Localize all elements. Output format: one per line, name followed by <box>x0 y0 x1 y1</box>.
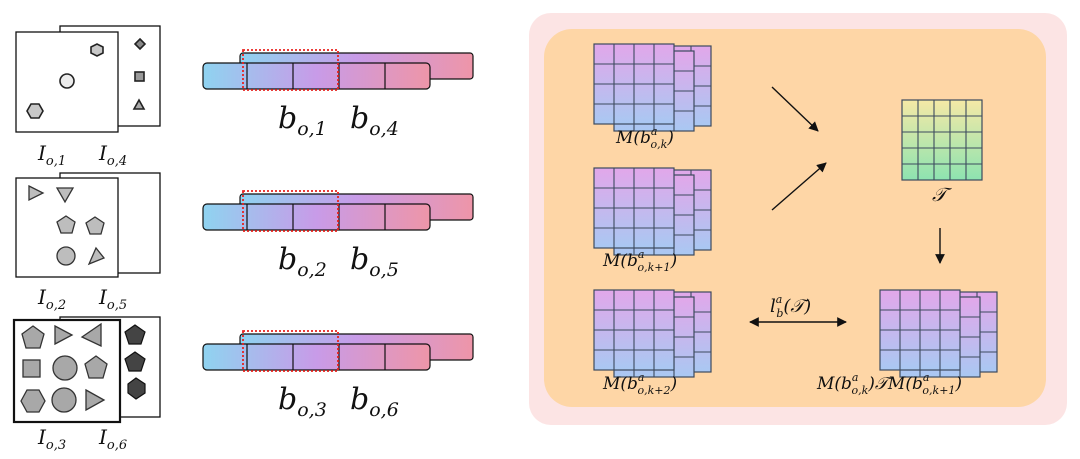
pentagon-icon <box>85 216 105 235</box>
hexagon-icon <box>20 389 46 413</box>
circle-icon <box>59 73 75 89</box>
token-bar <box>202 330 474 372</box>
image-label-front-3: Io,3 <box>37 425 66 453</box>
token-bars <box>202 49 474 372</box>
triangle-right-icon <box>28 184 45 202</box>
pentagon-icon <box>21 325 45 349</box>
flow-arrows <box>749 86 945 327</box>
square-icon <box>22 359 41 378</box>
selection-box <box>242 49 339 91</box>
shape-icons <box>26 37 147 119</box>
bar-label-back-2: bo,5 <box>350 242 399 281</box>
selection-box <box>242 190 339 232</box>
arrow-icon <box>771 86 819 132</box>
pentagon-icon <box>84 355 108 379</box>
triangle-icon <box>132 98 146 110</box>
matrix-k1-front <box>593 167 675 249</box>
image-label-back-2: Io,5 <box>98 285 127 313</box>
triangle-right-icon <box>54 324 74 346</box>
t-matrix-body <box>901 99 983 181</box>
shape-icons-back <box>124 324 146 400</box>
token-bar-front <box>202 203 431 231</box>
triangle-down-icon <box>55 187 75 204</box>
image-label-front-2: Io,2 <box>37 285 66 313</box>
bar-label-back-1: bo,4 <box>350 101 399 140</box>
image-label-front-1: Io,1 <box>37 141 66 169</box>
matrix-result-front <box>879 289 961 371</box>
token-bar <box>202 190 474 232</box>
image-set-3 <box>12 316 161 424</box>
triangle-icon <box>87 246 106 266</box>
image-label-back-3: Io,6 <box>98 425 127 453</box>
image-labels: Io,1 Io,4 Io,2 Io,5 Io,3 Io,6 <box>37 141 127 453</box>
triangle-left-icon <box>80 322 102 348</box>
bar-label-front-3: bo,3 <box>278 382 327 421</box>
bar-label-back-3: bo,6 <box>350 382 399 421</box>
bar-label-front-2: bo,2 <box>278 242 327 281</box>
square-icon <box>134 71 145 82</box>
matrix-k2-front <box>593 289 675 371</box>
matrices <box>593 43 998 378</box>
t-matrix <box>901 99 983 181</box>
circle-icon <box>56 246 76 266</box>
token-bar-front <box>202 62 431 90</box>
circle-icon <box>52 355 78 381</box>
matrix-k-front <box>593 43 675 125</box>
token-bar-front <box>202 343 431 371</box>
token-bar <box>202 49 474 91</box>
bar-labels: bo,1 bo,4 bo,2 bo,5 bo,3 bo,6 <box>278 101 399 421</box>
bar-label-front-1: bo,1 <box>278 101 327 140</box>
hexagon-icon <box>26 103 44 119</box>
pentagon-icon <box>124 351 146 372</box>
pentagon-icon <box>56 215 76 234</box>
shape-icons-front <box>20 322 108 413</box>
image-set-1 <box>15 25 161 133</box>
hexagon-icon <box>127 377 146 400</box>
pentagon-icon <box>124 324 146 345</box>
arrow-icon <box>771 162 827 211</box>
triangle-right-icon <box>85 388 106 412</box>
image-set-2 <box>15 172 161 278</box>
shape-icons <box>28 184 106 266</box>
selection-box <box>242 330 339 372</box>
diamond-icon <box>133 37 147 51</box>
hexagon-icon <box>90 43 104 57</box>
circle-icon <box>51 387 77 413</box>
image-label-back-1: Io,4 <box>98 141 127 169</box>
